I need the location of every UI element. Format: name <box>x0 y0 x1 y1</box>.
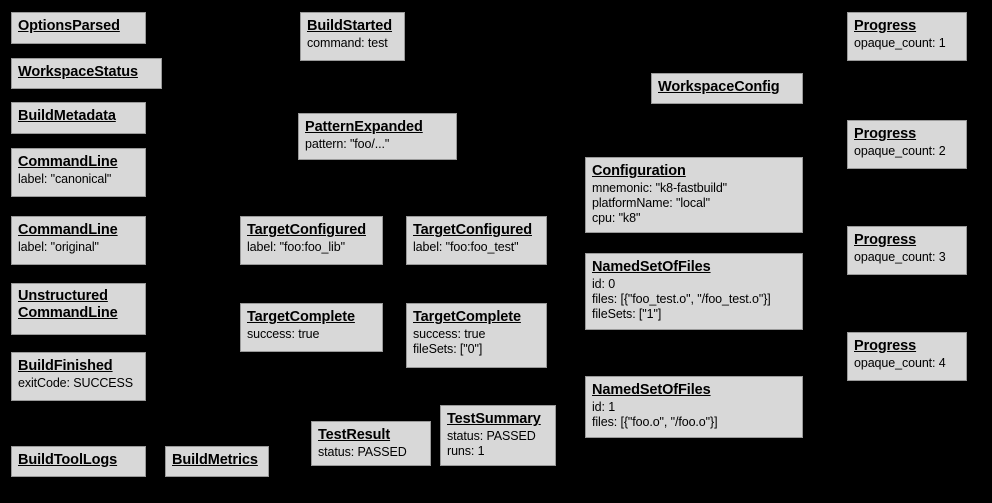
event-node-fields: exitCode: SUCCESS <box>18 376 134 390</box>
event-node-fields: pattern: "foo/..." <box>305 137 390 151</box>
event-node-fields: label: "foo:foo_test" <box>413 240 519 254</box>
event-node-fields: opaque_count: 1 <box>854 36 946 50</box>
event-node-title: Progress <box>854 338 917 354</box>
event-node[interactable]: BuildFinished exitCode: SUCCESS <box>11 352 146 401</box>
event-node[interactable]: TargetConfigured label: "foo:foo_lib" <box>240 216 383 265</box>
event-node-title: TargetComplete <box>413 309 521 325</box>
event-node-fields: label: "foo:foo_lib" <box>247 240 345 254</box>
event-node-title: Unstructured CommandLine <box>18 288 118 321</box>
event-node-title: BuildFinished <box>18 358 113 374</box>
event-node-title: CommandLine <box>18 222 118 238</box>
event-node-title: WorkspaceConfig <box>658 79 780 95</box>
event-node-fields: status: PASSED runs: 1 <box>447 429 536 458</box>
event-node[interactable]: Configuration mnemonic: "k8-fastbuild" pl… <box>585 157 803 233</box>
event-node-fields: id: 0 files: [{"foo_test.o", "/foo_test.… <box>592 277 771 321</box>
event-node-title: BuildMetrics <box>172 452 258 468</box>
event-node[interactable]: PatternExpanded pattern: "foo/..." <box>298 113 457 160</box>
event-node-title: BuildMetadata <box>18 108 116 124</box>
event-node[interactable]: NamedSetOfFiles id: 0 files: [{"foo_test.… <box>585 253 803 330</box>
event-node[interactable]: OptionsParsed <box>11 12 146 44</box>
event-node[interactable]: BuildMetadata <box>11 102 146 134</box>
event-node[interactable]: Progress opaque_count: 3 <box>847 226 967 275</box>
event-node-fields: opaque_count: 4 <box>854 356 946 370</box>
event-node-title: NamedSetOfFiles <box>592 259 711 275</box>
event-node-fields: status: PASSED <box>318 445 407 459</box>
event-node-title: TargetConfigured <box>413 222 532 238</box>
event-node-title: Progress <box>854 126 917 142</box>
event-node-title: Configuration <box>592 163 686 179</box>
event-node-title: Progress <box>854 18 917 34</box>
event-node[interactable]: BuildStarted command: test <box>300 12 405 61</box>
event-node-title: PatternExpanded <box>305 119 423 135</box>
event-node-title: TestResult <box>318 427 391 443</box>
event-node[interactable]: CommandLine label: "original" <box>11 216 146 265</box>
event-node-fields: opaque_count: 3 <box>854 250 946 264</box>
event-node[interactable]: WorkspaceConfig <box>651 73 803 104</box>
event-node-fields: mnemonic: "k8-fastbuild" platformName: "… <box>592 181 728 225</box>
event-node[interactable]: Progress opaque_count: 2 <box>847 120 967 169</box>
event-node-fields: command: test <box>307 36 388 50</box>
event-node-fields: success: true <box>247 327 320 341</box>
event-node[interactable]: BuildToolLogs <box>11 446 146 477</box>
event-node[interactable]: TestResult status: PASSED <box>311 421 431 466</box>
event-node[interactable]: Unstructured CommandLine <box>11 283 146 335</box>
event-node-title: TestSummary <box>447 411 541 427</box>
event-node[interactable]: CommandLine label: "canonical" <box>11 148 146 197</box>
event-node-title: WorkspaceStatus <box>18 64 138 80</box>
event-node[interactable]: TestSummary status: PASSED runs: 1 <box>440 405 556 466</box>
event-node[interactable]: TargetConfigured label: "foo:foo_test" <box>406 216 547 265</box>
event-node-fields: label: "original" <box>18 240 99 254</box>
event-node-title: Progress <box>854 232 917 248</box>
event-node-title: TargetConfigured <box>247 222 366 238</box>
event-node[interactable]: Progress opaque_count: 4 <box>847 332 967 381</box>
event-node-title: OptionsParsed <box>18 18 120 34</box>
event-node[interactable]: Progress opaque_count: 1 <box>847 12 967 61</box>
event-node[interactable]: WorkspaceStatus <box>11 58 162 89</box>
event-node[interactable]: NamedSetOfFiles id: 1 files: [{"foo.o", "… <box>585 376 803 438</box>
event-node[interactable]: BuildMetrics <box>165 446 269 477</box>
event-node-fields: id: 1 files: [{"foo.o", "/foo.o"}] <box>592 400 718 429</box>
event-node-title: BuildToolLogs <box>18 452 118 468</box>
event-node-title: TargetComplete <box>247 309 355 325</box>
event-node-fields: opaque_count: 2 <box>854 144 946 158</box>
event-node[interactable]: TargetComplete success: true <box>240 303 383 352</box>
event-node[interactable]: TargetComplete success: true fileSets: ["… <box>406 303 547 368</box>
event-node-fields: success: true fileSets: ["0"] <box>413 327 486 356</box>
event-node-title: NamedSetOfFiles <box>592 382 711 398</box>
event-node-fields: label: "canonical" <box>18 172 112 186</box>
event-node-title: BuildStarted <box>307 18 393 34</box>
event-node-title: CommandLine <box>18 154 118 170</box>
